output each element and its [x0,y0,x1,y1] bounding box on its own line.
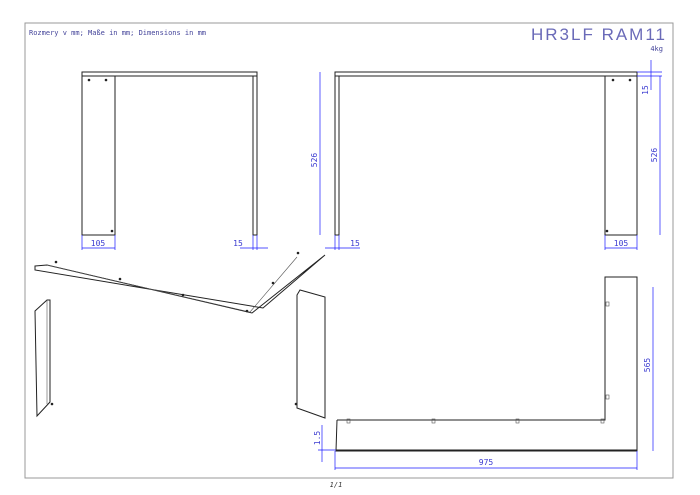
isometric-view [34,251,326,419]
dim-height-left: 526 [310,153,319,168]
page-number: 1/1 [330,481,343,489]
dim-length: 975 [479,458,494,467]
drawing-title: HR3LF RAM11 [531,25,667,44]
dim-leg-width: 105 [91,239,106,248]
sheet-border [24,22,674,479]
dim-left-thickness: 15 [350,239,360,248]
side-view: 526 526 15 15 105 [310,60,662,250]
dim-depth: 565 [643,358,652,373]
dim-thickness: 1.5 [313,431,322,446]
dim-leg-width-side: 105 [614,239,629,248]
dim-right-thickness: 15 [233,239,243,248]
dim-height-right: 526 [650,148,659,163]
front-view: 105 15 [81,71,268,250]
weight-label: 4kg [650,45,663,53]
dim-top-thickness: 15 [641,85,650,95]
plan-view: 565 975 1.5 [313,276,654,470]
units-note: Rozmery v mm; Maße in mm; Dimensions in … [29,29,206,37]
